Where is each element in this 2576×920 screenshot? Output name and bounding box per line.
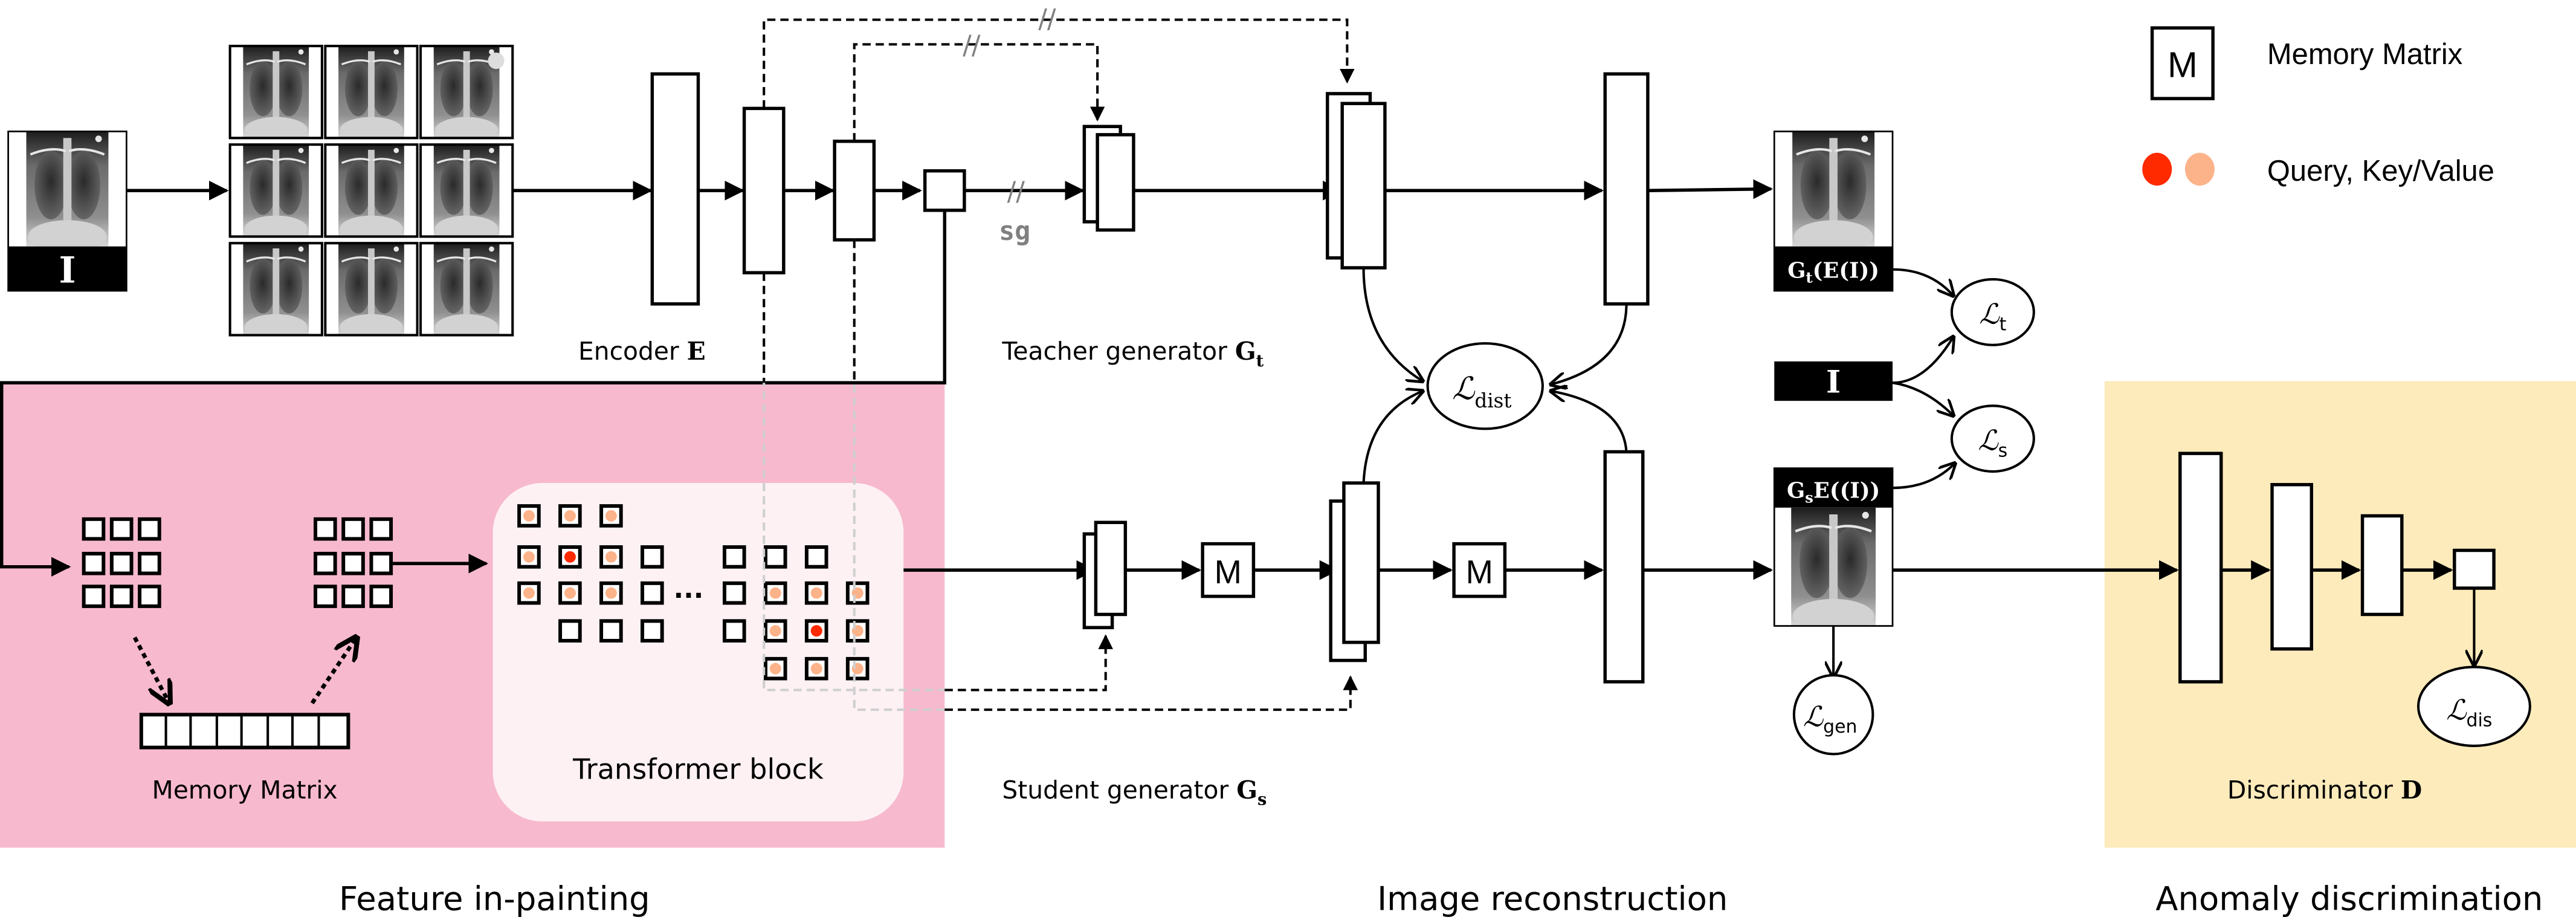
memory-matrix-label: Memory Matrix xyxy=(152,776,338,805)
student-output-image: GsE((I)) xyxy=(1773,467,1894,627)
ground-truth-label: I xyxy=(1826,364,1841,401)
student-output-label: GsE((I)) xyxy=(1787,479,1880,507)
legend-key-value-dot xyxy=(2184,152,2215,186)
legend-query-dot xyxy=(2142,152,2172,186)
teacher-label: Teacher generator Gt xyxy=(1001,337,1264,371)
input-image: I xyxy=(7,131,128,291)
transformer-block-region xyxy=(492,483,904,821)
encoder-label: Encoder E xyxy=(578,337,706,366)
student-label: Student generator Gs xyxy=(1002,776,1267,809)
loss-dis: ℒdis xyxy=(2416,666,2531,747)
loss-gen: ℒgen xyxy=(1792,674,1874,756)
encoder xyxy=(650,72,966,306)
memory-block-1 xyxy=(1201,542,1256,598)
transformer-block-label: Transformer block xyxy=(572,753,824,785)
input-image-label: I xyxy=(59,249,76,291)
image-patches xyxy=(228,45,514,337)
legend: M Memory Matrix Query, Key/Value xyxy=(2142,26,2494,187)
svg-text:ℒgen: ℒgen xyxy=(1803,700,1858,737)
svg-text:ℒs: ℒs xyxy=(1978,424,2007,462)
feature-grid-retrieved xyxy=(314,517,393,608)
memory-matrix-bar xyxy=(139,713,350,750)
break-mark-inner: // xyxy=(963,31,981,61)
svg-text:M: M xyxy=(1466,554,1493,591)
svg-text:M: M xyxy=(1215,554,1242,591)
teacher-output-label: Gt(E(I)) xyxy=(1787,258,1879,286)
loss-t: ℒt xyxy=(1950,277,2035,346)
svg-text:ℒdist: ℒdist xyxy=(1452,371,1511,412)
legend-dots-label: Query, Key/Value xyxy=(2267,155,2494,187)
teacher-output-image: Gt(E(I)) xyxy=(1773,131,1894,292)
transformer-ellipsis: ··· xyxy=(674,581,704,611)
transformer-tokens-left xyxy=(517,504,664,643)
discriminator xyxy=(2178,452,2496,684)
legend-memory-label: Memory Matrix xyxy=(2267,38,2462,71)
break-mark-sg: // xyxy=(1007,177,1025,207)
loss-dist: ℒdist xyxy=(1426,342,1544,430)
student-generator: M M xyxy=(1082,450,1774,684)
ground-truth-image: I xyxy=(1774,361,1893,401)
teacher-generator xyxy=(1082,72,1774,306)
transformer-tokens-right xyxy=(722,545,870,681)
feature-grid-input xyxy=(82,517,161,608)
section-feature-inpainting: Feature in-painting xyxy=(339,880,650,918)
legend-memory-symbol-box xyxy=(2150,26,2215,100)
loss-s: ℒs xyxy=(1950,404,2035,473)
svg-text:ℒdis: ℒdis xyxy=(2446,693,2492,731)
svg-text:ℒt: ℒt xyxy=(1979,297,2006,335)
break-mark-outer: // xyxy=(1038,4,1056,34)
legend-memory-symbol: M xyxy=(2168,45,2198,85)
discriminator-label: Discriminator D xyxy=(2227,776,2422,805)
stop-gradient-label: sg xyxy=(999,216,1030,247)
section-image-reconstruction: Image reconstruction xyxy=(1377,880,1728,918)
section-anomaly-discrimination: Anomaly discrimination xyxy=(2155,880,2543,918)
